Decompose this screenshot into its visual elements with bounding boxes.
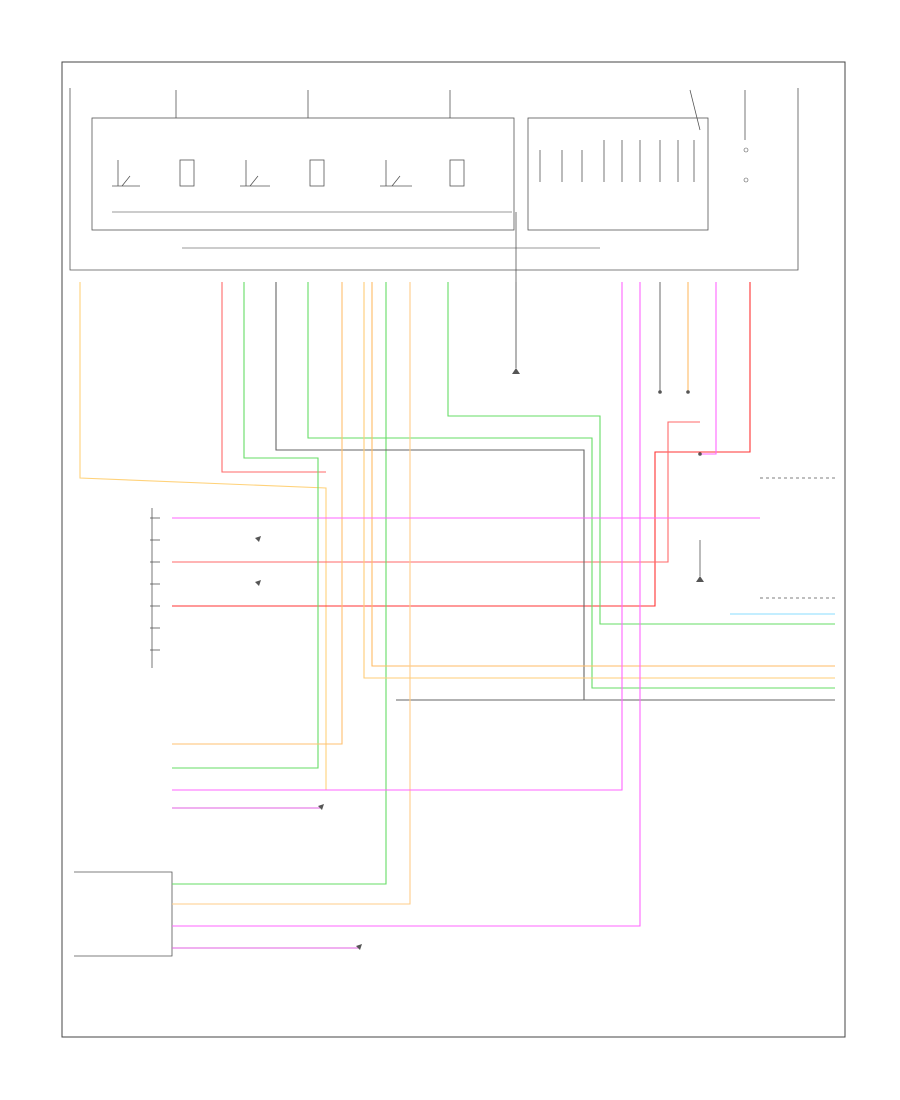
wire-pink-b [172,282,623,791]
wire-green-c [447,282,835,625]
left-connector-block [150,508,160,668]
wire-red-main [172,282,751,607]
wire-pink-f [700,282,717,455]
wire-orange-a [371,282,835,667]
diagram-frame [61,61,846,1038]
relay-switch-2 [240,159,325,187]
right-connector-block [699,477,838,599]
wires [79,282,835,949]
wire-yellow-a [79,282,327,791]
wire-orange-c [172,282,343,745]
wire-green-b [307,282,835,689]
lower-connector-block [74,871,173,957]
relay-switch-1 [112,159,195,187]
control-module-block [69,88,799,368]
wire-orange-b [172,282,411,905]
wire-green-a [172,282,319,769]
wire-gray-a [275,282,585,701]
relay-switch-3 [380,159,465,187]
wire-red-a [221,282,326,473]
module-pin-columns [539,140,749,183]
wire-pink-c [172,282,641,927]
wire-green-d [172,282,387,885]
wire-red-b [172,421,700,563]
wire-orange-d [363,282,835,679]
ground-symbols [255,368,704,950]
